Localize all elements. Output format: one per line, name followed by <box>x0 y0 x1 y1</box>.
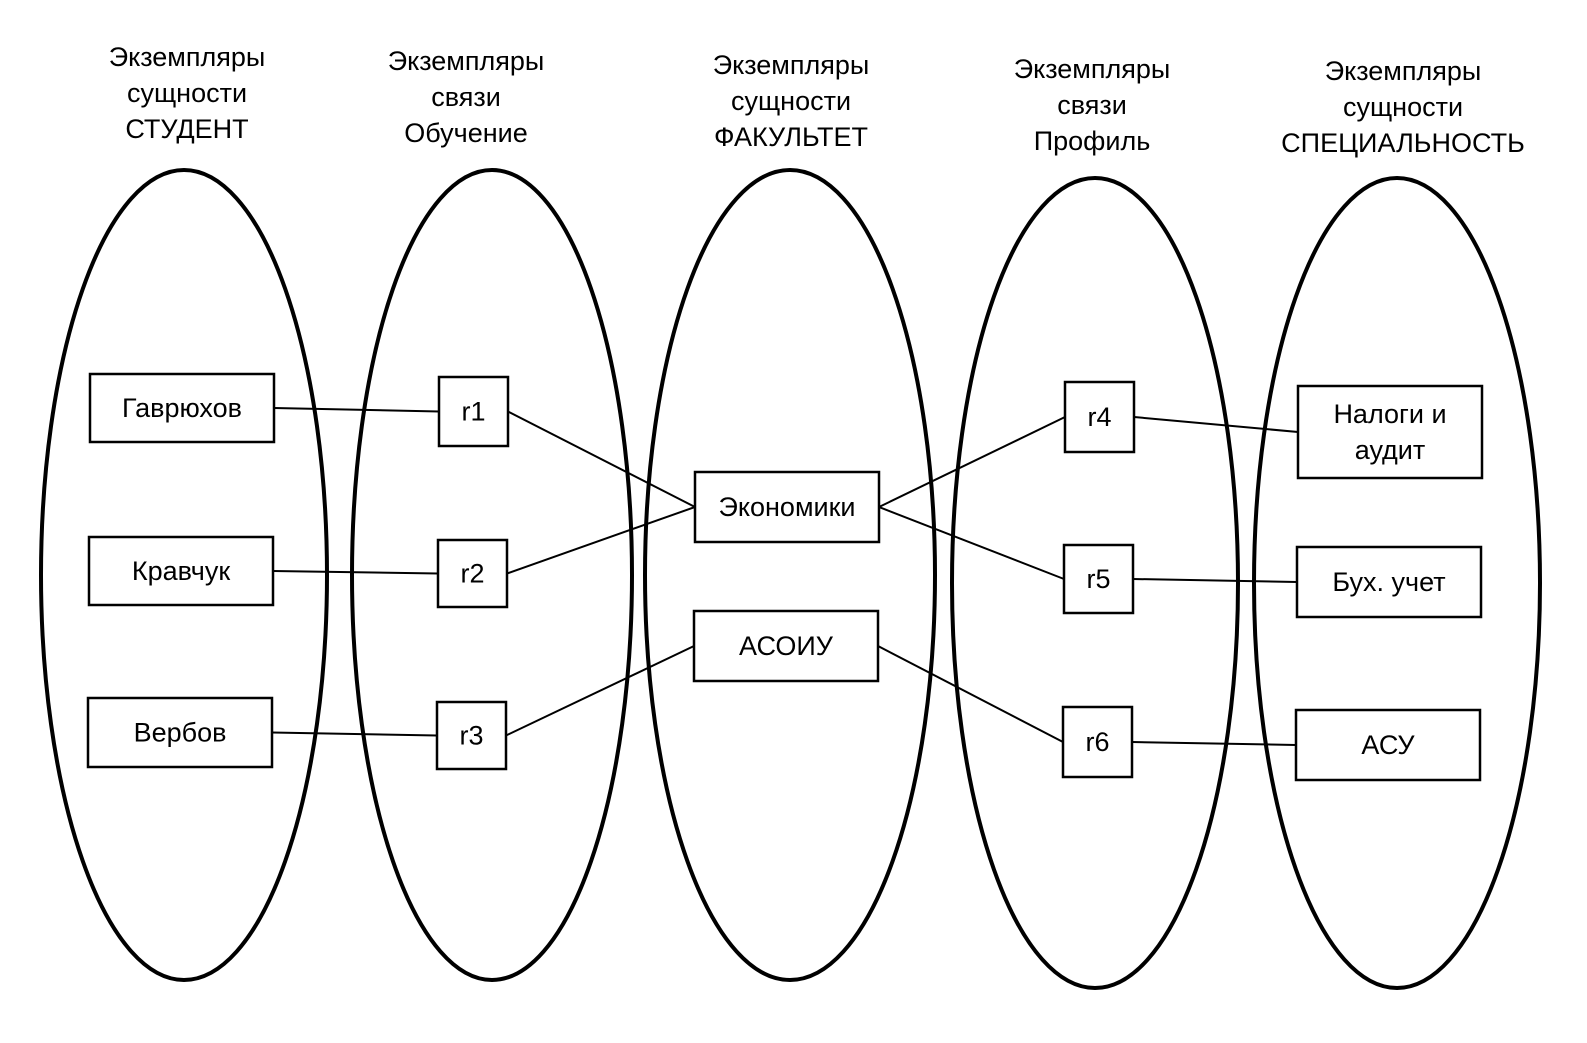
set-ellipse-faculty <box>643 168 937 982</box>
column-header-line: ФАКУЛЬТЕТ <box>714 122 868 152</box>
node-r2: r2 <box>436 538 509 609</box>
node-box <box>1295 545 1483 619</box>
column-header-line: СТУДЕНТ <box>125 114 248 144</box>
column-header-line: Экземпляры <box>1325 56 1482 86</box>
node-economics: Экономики <box>693 470 881 544</box>
link-r4-taxes <box>1133 416 1299 433</box>
node-label: аудит <box>1355 435 1426 465</box>
node-r5: r5 <box>1062 543 1135 615</box>
link-gavryukhov-r1 <box>273 407 440 413</box>
node-r3: r3 <box>435 700 508 771</box>
node-r1: r1 <box>437 375 510 448</box>
node-label: Вербов <box>134 718 227 748</box>
link-r5-accounting <box>1132 578 1298 583</box>
column-header-line: Профиль <box>1034 126 1151 156</box>
link-kravchuk-r2 <box>272 570 439 575</box>
node-label: r1 <box>461 397 485 427</box>
node-r6: r6 <box>1061 705 1134 779</box>
node-label: Бух. учет <box>1332 567 1445 597</box>
node-box <box>1062 543 1135 615</box>
link-asoiu-r6 <box>877 645 1064 743</box>
node-box <box>88 372 276 444</box>
set-ellipse-specialty <box>1252 176 1542 990</box>
node-box <box>87 535 275 607</box>
column-header-line: сущности <box>127 78 247 108</box>
node-box <box>436 538 509 609</box>
node-box <box>437 375 510 448</box>
column-header-line: связи <box>431 82 501 112</box>
node-gavryukhov: Гаврюхов <box>88 372 276 444</box>
node-label: Гаврюхов <box>122 393 242 423</box>
node-box <box>1296 384 1484 480</box>
node-label: Налоги и <box>1333 399 1446 429</box>
column-header-line: Экземпляры <box>388 46 545 76</box>
column-header-line: Экземпляры <box>109 42 266 72</box>
node-label: r6 <box>1085 727 1109 757</box>
link-r6-asu <box>1131 741 1297 746</box>
set-ellipse-student <box>39 168 329 982</box>
node-box <box>1294 708 1482 782</box>
node-box <box>435 700 508 771</box>
node-box <box>1063 380 1136 454</box>
node-box <box>692 609 880 683</box>
node-label: r3 <box>459 721 483 751</box>
column-header-line: сущности <box>1343 92 1463 122</box>
set-ellipse-training <box>350 168 634 982</box>
node-accounting: Бух. учет <box>1295 545 1483 619</box>
column-header-line: Экземпляры <box>1014 54 1171 84</box>
node-label: r2 <box>460 559 484 589</box>
node-label: Кравчук <box>132 556 230 586</box>
node-label: АСОИУ <box>739 631 834 661</box>
column-header-line: Обучение <box>404 118 527 148</box>
node-r4: r4 <box>1063 380 1136 454</box>
column-header-line: сущности <box>731 86 851 116</box>
set-ellipse-profile <box>950 176 1240 990</box>
node-label: Экономики <box>718 492 855 522</box>
node-verbov: Вербов <box>86 696 274 769</box>
link-r2-economics <box>506 506 696 575</box>
link-verbov-r3 <box>271 731 438 737</box>
node-label: r5 <box>1086 564 1110 594</box>
link-economics-r5 <box>878 506 1065 580</box>
node-box <box>693 470 881 544</box>
node-box <box>86 696 274 769</box>
node-label: r4 <box>1087 402 1111 432</box>
column-header-line: Экземпляры <box>713 50 870 80</box>
column-header-line: связи <box>1057 90 1127 120</box>
node-box <box>1061 705 1134 779</box>
link-r1-economics <box>507 410 696 508</box>
node-taxes: Налоги и аудит <box>1296 384 1484 480</box>
link-r3-asoiu <box>505 645 695 737</box>
node-label: АСУ <box>1361 730 1415 760</box>
node-kravchuk: Кравчук <box>87 535 275 607</box>
node-asu: АСУ <box>1294 708 1482 782</box>
column-header-line: СПЕЦИАЛЬНОСТЬ <box>1281 128 1525 158</box>
node-asoiu: АСОИУ <box>692 609 880 683</box>
link-economics-r4 <box>878 416 1066 508</box>
